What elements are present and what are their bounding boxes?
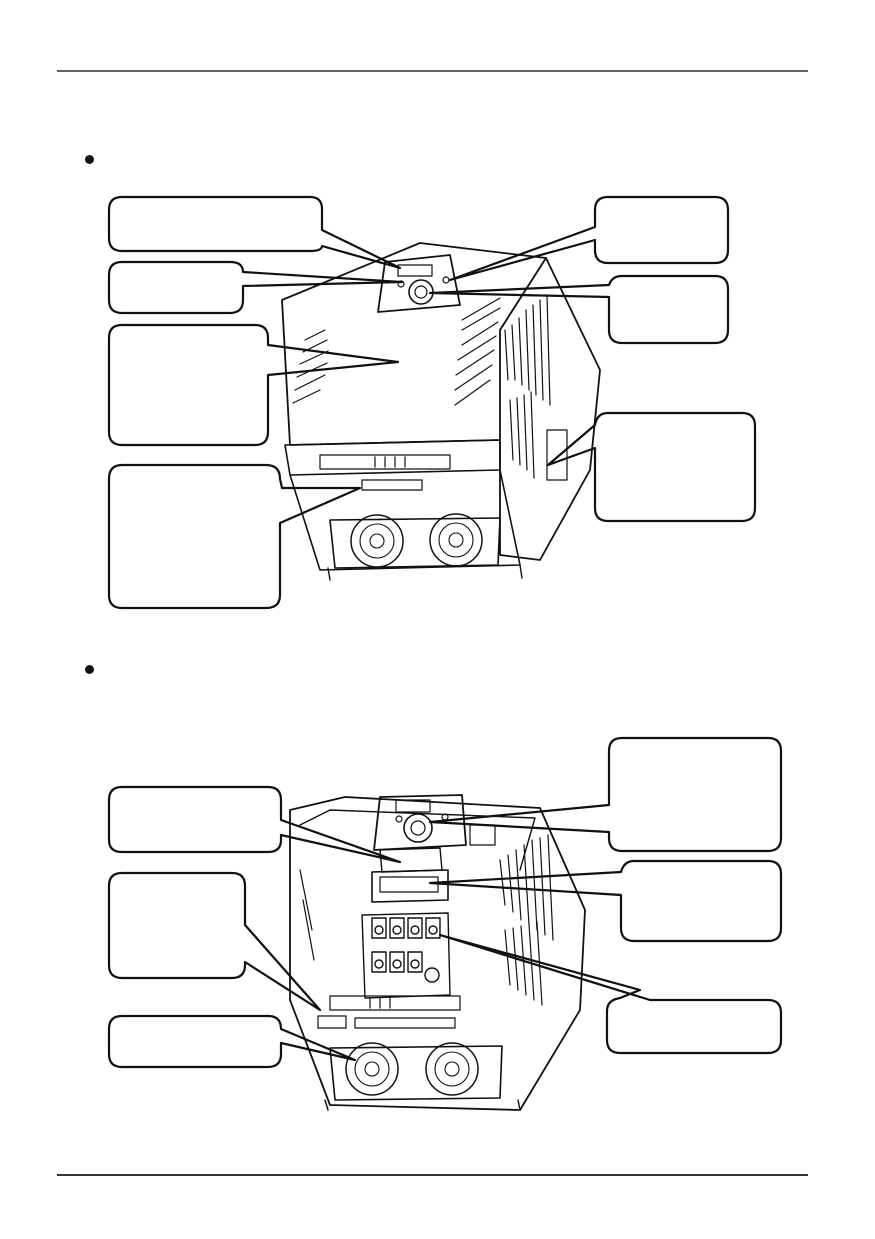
callout-side-label: [546, 411, 757, 523]
callout-keypad-display: [107, 195, 402, 270]
power-terminal-block: [361, 912, 451, 999]
callout-keypad-connector: [428, 859, 783, 943]
callout-front-cover: [107, 323, 400, 447]
callout-power-terminals: [438, 933, 783, 1055]
side-vents: [504, 294, 551, 479]
fan-grille-1: [329, 513, 501, 569]
callout-keypad-dial: [428, 274, 730, 345]
header-rule: [57, 70, 808, 72]
callout-keypad-module: [428, 736, 783, 853]
footer-rule: [57, 1174, 808, 1176]
figure-2-callouts: [107, 736, 783, 1069]
callout-cooling-fan: [107, 1014, 357, 1069]
callout-terminal-area: [107, 463, 362, 610]
section-2-bullet: [85, 665, 94, 674]
inverter-open-figure: [289, 794, 586, 1111]
callout-right-led: [448, 195, 730, 282]
figure-1-callouts: [107, 195, 757, 610]
callout-inner-cover: [107, 785, 402, 864]
inverter-front-figure: [281, 242, 601, 581]
callout-left-led: [107, 260, 404, 315]
callout-control-board: [107, 871, 322, 1012]
fan-grille-2: [329, 1042, 503, 1101]
section-1-bullet: [85, 155, 94, 164]
